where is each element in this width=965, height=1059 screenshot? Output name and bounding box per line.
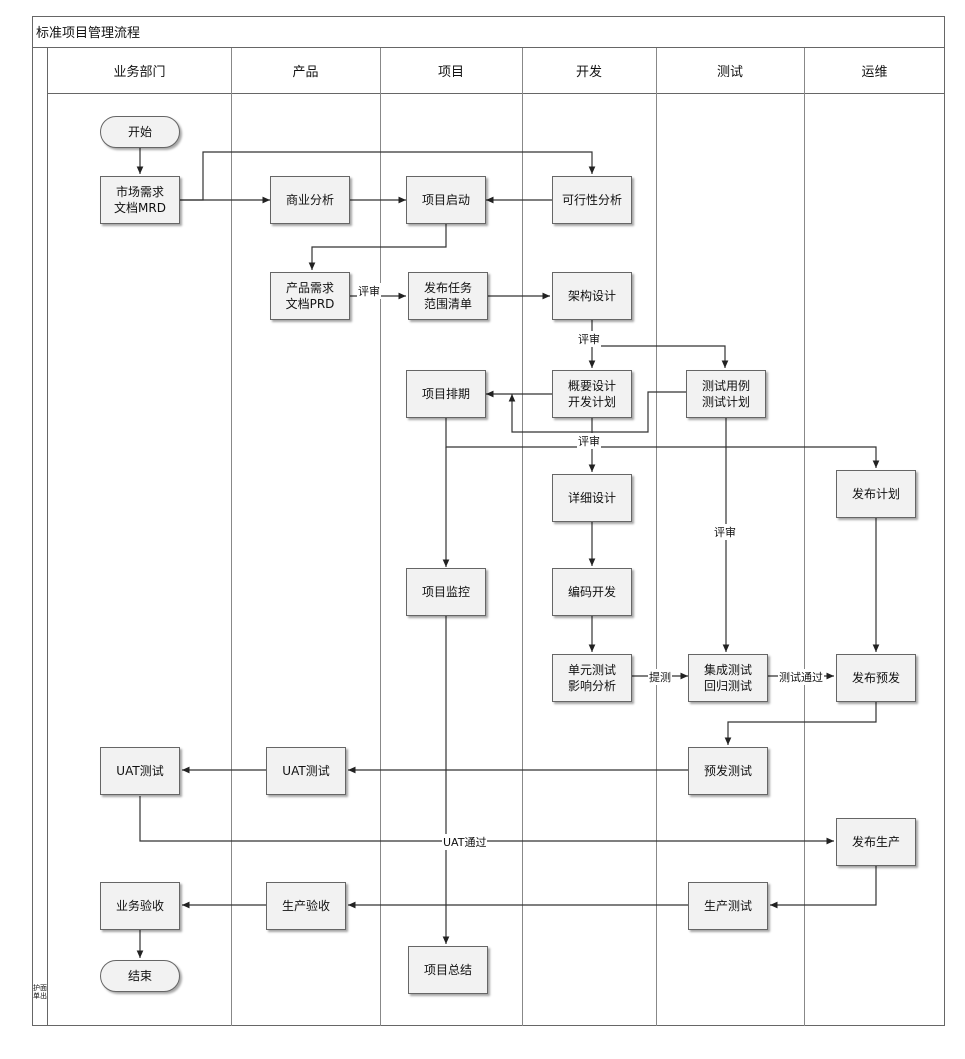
lane-divider xyxy=(231,48,232,1026)
lane-header-prod: 产品 xyxy=(231,48,380,94)
node-detail-design: 详细设计 xyxy=(552,474,632,522)
edge-uatbiz-releaseprod xyxy=(139,796,834,845)
node-coding: 编码开发 xyxy=(552,568,632,616)
node-test-cases: 测试用例 测试计划 xyxy=(686,370,766,418)
node-prd: 产品需求文档PRD xyxy=(270,272,350,320)
edge-prerelease-pretest xyxy=(724,700,877,745)
node-release-prod: 发布生产 xyxy=(836,818,916,866)
edge-testcases-schedule xyxy=(508,391,686,433)
page-title: 标准项目管理流程 xyxy=(36,26,141,41)
edge-schedule-releaseplan xyxy=(445,418,880,468)
node-biz-accept: 业务验收 xyxy=(100,882,180,930)
diagram-frame xyxy=(32,16,945,1026)
lane-header-test: 测试 xyxy=(656,48,804,94)
lane-header-biz: 业务部门 xyxy=(48,48,231,94)
node-integration-test: 集成测试 回归测试 xyxy=(688,654,768,702)
node-pre-release: 发布预发 xyxy=(836,654,916,702)
lane-header-dev: 开发 xyxy=(522,48,656,94)
node-end: 结束 xyxy=(100,960,180,992)
lane-header-proj: 项目 xyxy=(380,48,522,94)
node-start: 开始 xyxy=(100,116,180,148)
node-schedule: 项目排期 xyxy=(406,370,486,418)
side-strip xyxy=(32,48,48,1026)
label-test-pass: 测试通过 xyxy=(778,669,824,685)
label-uat-pass: UAT通过 xyxy=(442,834,488,850)
node-uat-biz: UAT测试 xyxy=(100,747,180,795)
lane-divider xyxy=(804,48,805,1026)
edge-releaseprod-prodtest xyxy=(770,866,877,909)
node-prod-accept: 生产验收 xyxy=(266,882,346,930)
node-feasibility: 可行性分析 xyxy=(552,176,632,224)
title-bar: 标准项目管理流程 xyxy=(32,16,945,48)
node-release-plan: 发布计划 xyxy=(836,470,916,518)
label-submit-test: 提测 xyxy=(648,669,672,685)
node-biz-analysis: 商业分析 xyxy=(270,176,350,224)
label-review-testcases: 评审 xyxy=(713,524,737,540)
node-summary: 项目总结 xyxy=(408,946,488,994)
node-prod-test: 生产测试 xyxy=(688,882,768,930)
node-arch: 架构设计 xyxy=(552,272,632,320)
label-review-prd: 评审 xyxy=(357,283,381,299)
side-label: 护面单出 xyxy=(33,984,47,1000)
edge-mrd-feasibility xyxy=(180,151,596,201)
node-outline-design: 概要设计 开发计划 xyxy=(552,370,632,418)
lane-divider xyxy=(380,48,381,1026)
lane-divider xyxy=(522,48,523,1026)
node-monitor: 项目监控 xyxy=(406,568,486,616)
node-task-scope: 发布任务范围清单 xyxy=(408,272,488,320)
edge-projstart-prd xyxy=(308,222,447,270)
label-review-arch: 评审 xyxy=(577,331,601,347)
label-review-outline: 评审 xyxy=(577,433,601,449)
node-uat-prod: UAT测试 xyxy=(266,747,346,795)
node-proj-start: 项目启动 xyxy=(406,176,486,224)
node-mrd: 市场需求文档MRD xyxy=(100,176,180,224)
node-pre-test: 预发测试 xyxy=(688,747,768,795)
lane-header-ops: 运维 xyxy=(804,48,945,94)
node-unit-test: 单元测试 影响分析 xyxy=(552,654,632,702)
edge-arch-testcases xyxy=(592,345,729,368)
lane-divider xyxy=(656,48,657,1026)
